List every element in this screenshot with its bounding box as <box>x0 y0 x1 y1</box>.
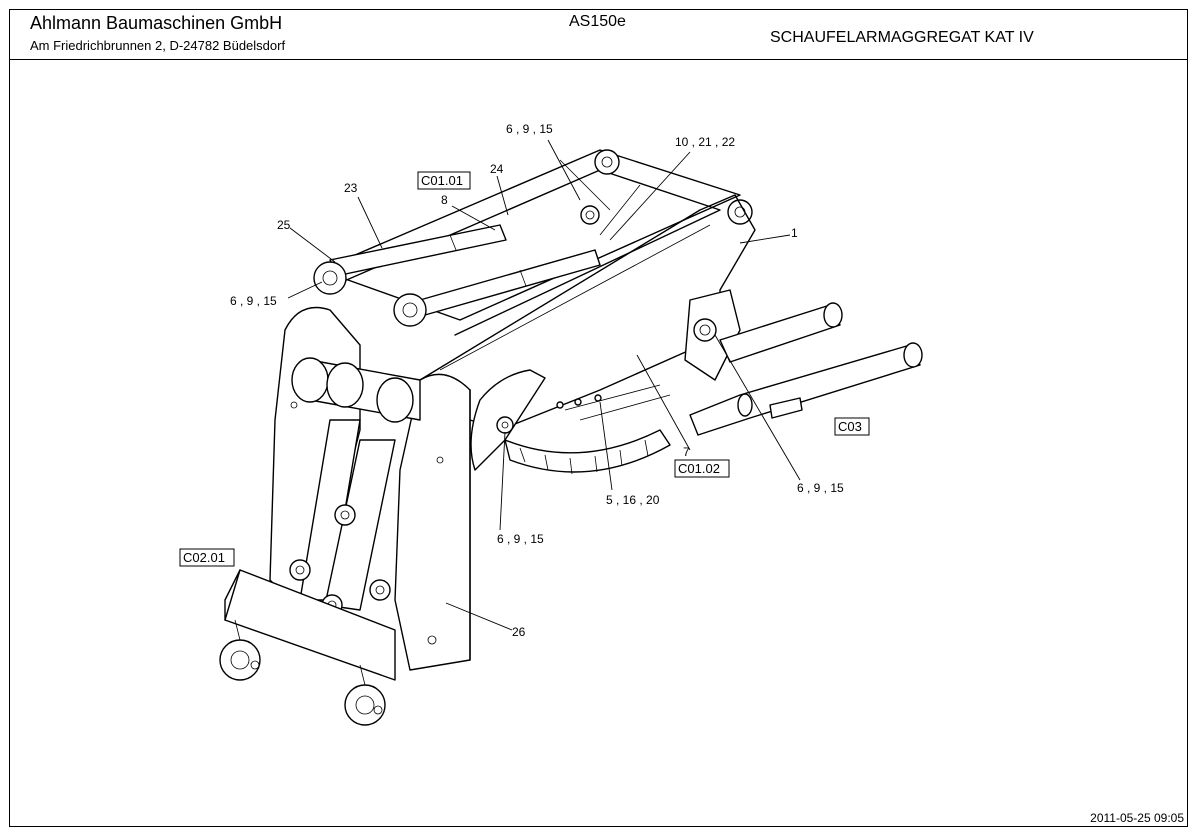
callout-6-9-15-bottom: 6 , 9 , 15 <box>497 532 544 546</box>
callout-7: 7 <box>683 445 690 459</box>
callout-8: 8 <box>441 193 448 207</box>
ref-c01-01-label: C01.01 <box>421 173 463 188</box>
callout-6-9-15-right: 6 , 9 , 15 <box>797 481 844 495</box>
print-timestamp: 2011-05-25 09:05 <box>1090 811 1184 825</box>
subassembly-refs: C01.01 C01.02 C02.01 C03 <box>179 171 870 567</box>
ref-c01-02[interactable]: C01.02 <box>674 459 730 478</box>
ref-c01-02-label: C01.02 <box>678 461 720 476</box>
ref-c02-01[interactable]: C02.01 <box>179 548 235 567</box>
callout-25: 25 <box>277 218 291 232</box>
ref-c03-label: C03 <box>838 419 862 434</box>
ref-c03[interactable]: C03 <box>834 417 870 436</box>
callout-24: 24 <box>490 162 504 176</box>
loader-arm-assembly <box>219 149 923 726</box>
assembly-title: SCHAUFELARMAGGREGAT KAT IV <box>770 29 1034 46</box>
callout-26: 26 <box>512 625 526 639</box>
callout-1: 1 <box>791 226 798 240</box>
callout-labels: 6 , 9 , 15 10 , 21 , 22 24 8 23 25 1 6 ,… <box>230 122 844 639</box>
company-address: Am Friedrichbrunnen 2, D-24782 Büdelsdor… <box>30 38 286 53</box>
ref-c01-01[interactable]: C01.01 <box>417 171 471 190</box>
leader-lines <box>287 139 801 631</box>
callout-6-9-15-top: 6 , 9 , 15 <box>506 122 553 136</box>
company-name: Ahlmann Baumaschinen GmbH <box>30 13 283 33</box>
sheet-border <box>9 9 1188 827</box>
header-divider <box>9 59 1188 60</box>
callout-5-16-20: 5 , 16 , 20 <box>606 493 660 507</box>
callout-6-9-15-left: 6 , 9 , 15 <box>230 294 277 308</box>
machine-model: AS150e <box>569 13 626 30</box>
callout-23: 23 <box>344 181 358 195</box>
callout-10-21-22: 10 , 21 , 22 <box>675 135 735 149</box>
ref-c02-01-label: C02.01 <box>183 550 225 565</box>
